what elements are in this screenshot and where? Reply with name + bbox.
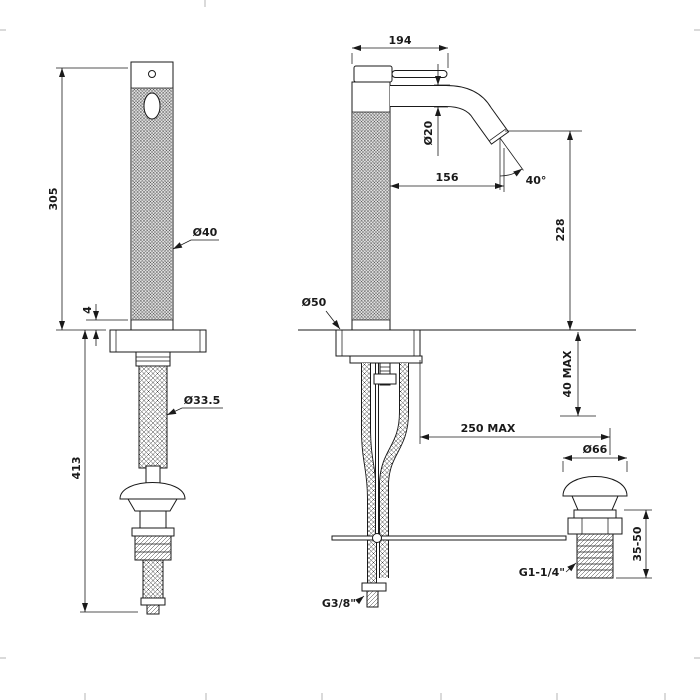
dim-label-deck-thickness: 40 MAX (561, 350, 574, 398)
dim-label-outlet-height: 228 (554, 219, 567, 242)
hose-fitting-nut (361, 582, 387, 592)
dim-waste-clamp-range: 35-50 (616, 509, 652, 579)
base-nut-front (135, 351, 171, 367)
base-flange-front (109, 329, 207, 353)
dim-label-waste-clamp-range: 35-50 (631, 526, 644, 562)
waste-hose-front (142, 559, 164, 599)
dim-waste-thread: G1-1/4" (519, 562, 577, 579)
dim-label-top-width: 194 (389, 34, 412, 47)
dimensions: 194 305 4 413 Ø40 Ø33.5 (47, 34, 652, 613)
waste-end-thread-front (146, 604, 160, 615)
dim-under-length: 413 (70, 330, 138, 613)
dim-body-height: 305 (47, 67, 128, 331)
waste-hex-nut (567, 517, 623, 535)
dim-label-base-gap: 4 (81, 306, 94, 314)
pop-up-waste-side (562, 476, 628, 579)
waste-stem-front (145, 465, 161, 484)
dim-body-dia: Ø40 (172, 226, 219, 250)
dim-spout-angle: 40° (499, 137, 547, 190)
waste-tailpiece (576, 533, 614, 579)
flex-hose-rear (384, 363, 404, 578)
dim-outlet-height: 228 (505, 130, 582, 330)
dim-hose-dia: Ø33.5 (166, 394, 223, 416)
handle-lever (391, 70, 448, 78)
mounting-plate (349, 355, 423, 364)
dim-label-hose-thread: G3/8" (322, 597, 356, 610)
dim-spout-dia: Ø20 (422, 64, 450, 156)
dim-label-body-dia: Ø40 (193, 226, 218, 239)
dim-label-spout-angle: 40° (526, 174, 547, 187)
waste-dome-front (119, 482, 186, 500)
dim-label-hose-dia: Ø33.5 (184, 394, 221, 407)
dim-hose-thread: G3/8" (322, 595, 365, 610)
set-screw-hole (148, 70, 156, 78)
waste-dome-side (562, 476, 628, 497)
dim-spout-reach: 156 (390, 148, 505, 192)
knurl-texture-side (353, 112, 389, 320)
rod-joint (372, 533, 382, 543)
pop-up-horizontal-rod (331, 535, 567, 541)
dim-base-dia: Ø50 (302, 296, 341, 330)
dim-label-spout-reach: 156 (436, 171, 459, 184)
dim-label-body-height: 305 (47, 188, 60, 211)
left-view-faucet (109, 61, 207, 615)
pop-up-lift-rod (375, 362, 379, 539)
spout (390, 96, 509, 144)
base-flange-side (335, 329, 421, 357)
waste-flange-front (131, 527, 175, 537)
handle-slot (143, 92, 161, 120)
dim-label-under-length: 413 (70, 457, 83, 480)
riser-hose (138, 365, 168, 469)
mounting-nut (373, 373, 397, 385)
waste-neck-front (139, 510, 167, 529)
knurl-texture-front (132, 88, 172, 320)
hose-fitting-thread (366, 590, 379, 608)
dim-label-waste-thread: G1-1/4" (519, 566, 565, 579)
handle-sleeve (353, 65, 393, 83)
dim-top-width: 194 (351, 34, 449, 68)
dim-waste-dia: Ø66 (562, 443, 628, 472)
dim-label-waste-distance: 250 MAX (461, 422, 516, 435)
waste-flange-side (573, 509, 617, 519)
flex-hose-front (366, 363, 372, 583)
waste-cone-side (571, 495, 619, 511)
right-view-faucet (298, 65, 636, 608)
waste-end-nut-front (140, 597, 166, 606)
dim-label-waste-dia: Ø66 (583, 443, 608, 456)
dim-base-gap: 4 (81, 304, 128, 346)
waste-body-front (134, 535, 172, 561)
dim-label-base-dia: Ø50 (302, 296, 327, 309)
dim-label-spout-dia: Ø20 (422, 120, 435, 145)
waste-cone-front (127, 498, 178, 512)
dim-deck-thickness: 40 MAX (560, 332, 596, 417)
dim-waste-distance: 250 MAX (419, 360, 611, 455)
